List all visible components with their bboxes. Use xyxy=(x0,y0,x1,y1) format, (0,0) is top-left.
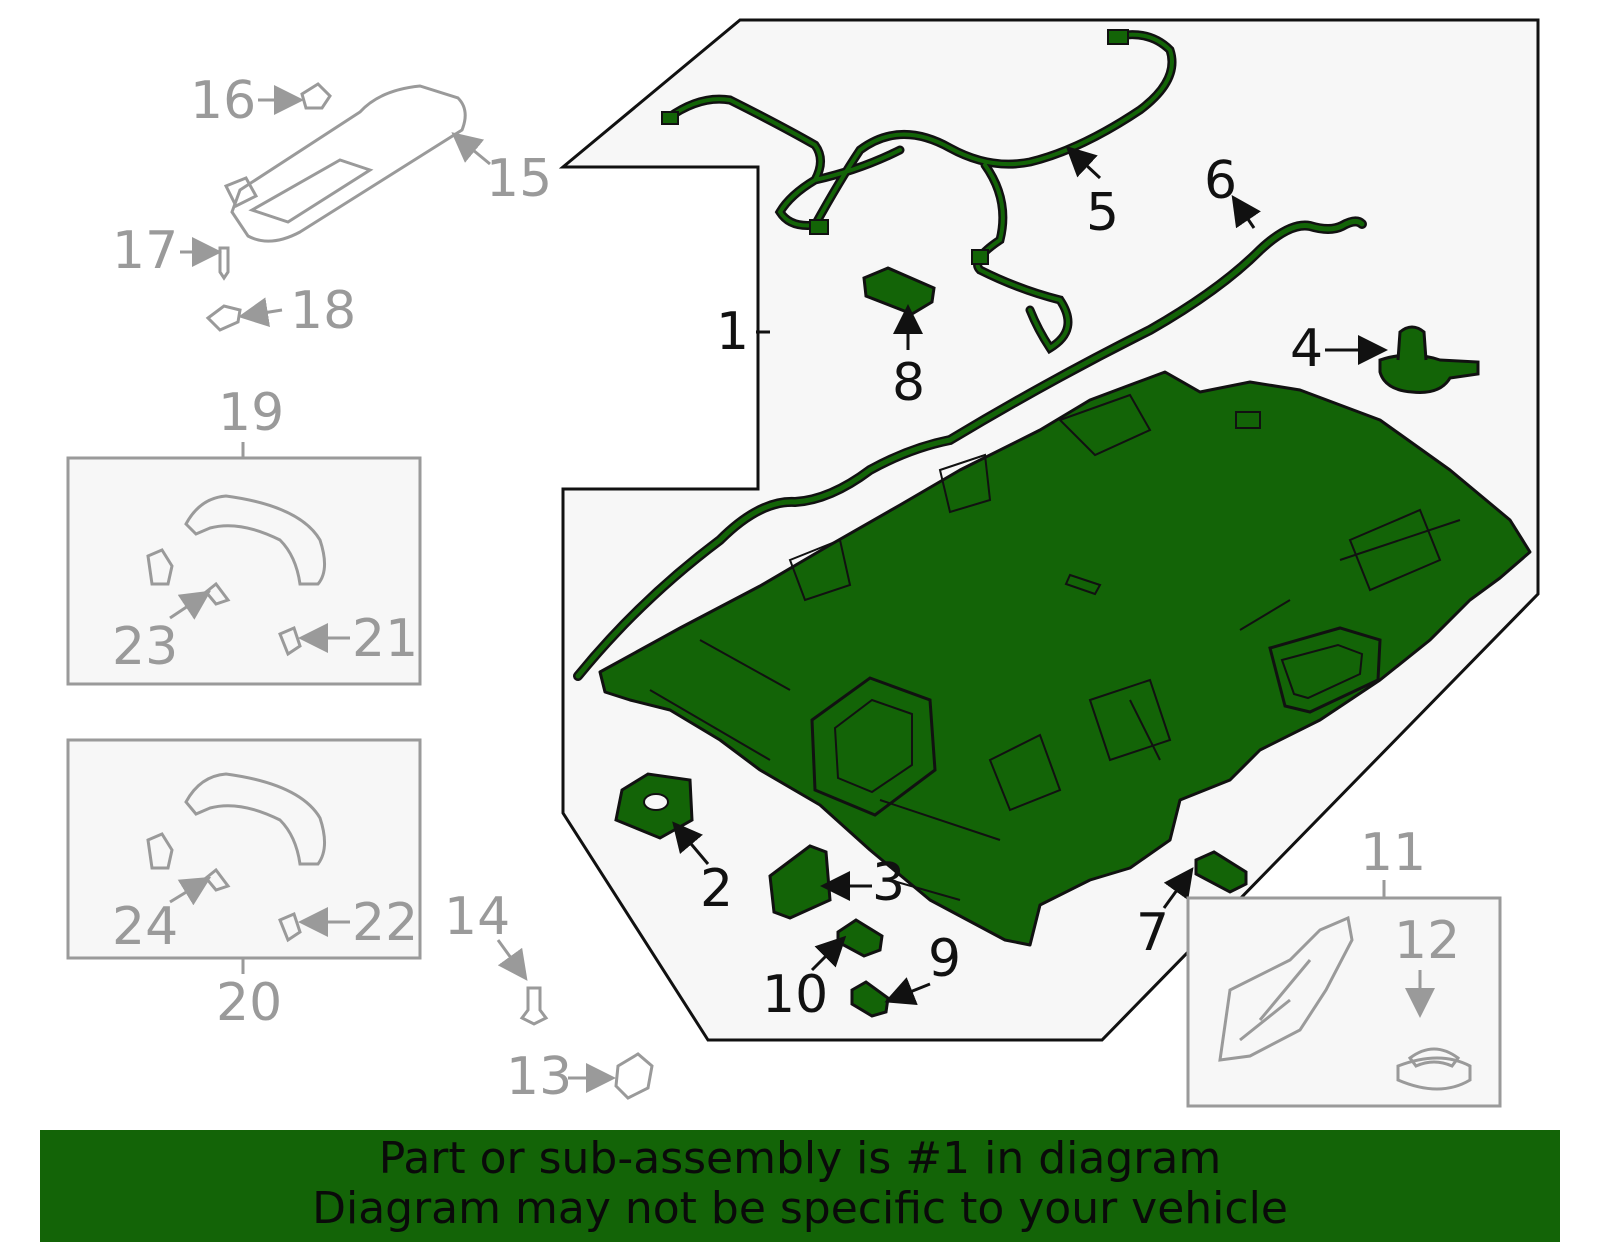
callout-10: 10 xyxy=(762,965,828,1025)
clip-18-part[interactable] xyxy=(205,304,242,332)
callout-13: 13 xyxy=(506,1047,572,1107)
banner-line-1: Part or sub-assembly is #1 in diagram xyxy=(378,1133,1222,1184)
clip-7-part[interactable] xyxy=(1194,850,1248,894)
fastener-4-part[interactable] xyxy=(1378,325,1480,394)
bracket-11-part[interactable] xyxy=(1218,915,1354,1062)
callout-20: 20 xyxy=(216,973,282,1033)
callout-9: 9 xyxy=(928,929,961,989)
callout-18: 18 xyxy=(290,281,356,341)
disclaimer-banner: Part or sub-assembly is #1 in diagram Di… xyxy=(40,1130,1560,1242)
callout-17: 17 xyxy=(112,221,178,281)
callout-4: 4 xyxy=(1290,319,1323,379)
callout-8: 8 xyxy=(892,353,925,413)
callout-12: 12 xyxy=(1394,911,1460,971)
callout-21: 21 xyxy=(352,609,418,669)
clip-16-part[interactable] xyxy=(300,82,332,110)
callout-23: 23 xyxy=(112,617,178,677)
callout-16: 16 xyxy=(190,71,256,131)
sun-visor-part[interactable] xyxy=(223,84,467,243)
callout-19: 19 xyxy=(218,383,284,443)
screw-14-part[interactable] xyxy=(519,986,549,1026)
callout-24: 24 xyxy=(112,897,178,957)
callout-6: 6 xyxy=(1204,151,1237,211)
clip-8-part[interactable] xyxy=(862,266,936,316)
callout-1: 1 xyxy=(716,302,749,362)
callout-22: 22 xyxy=(352,893,418,953)
headliner-part[interactable] xyxy=(598,370,1532,947)
callout-11: 11 xyxy=(1360,823,1426,883)
group-box-19 xyxy=(66,456,422,686)
callout-15: 15 xyxy=(486,149,552,209)
banner-line-2: Diagram may not be specific to your vehi… xyxy=(312,1183,1288,1234)
wiring-harness-part[interactable] xyxy=(661,29,1177,355)
clip-13-part[interactable] xyxy=(614,1052,654,1100)
callout-14: 14 xyxy=(444,887,510,947)
callout-7: 7 xyxy=(1136,903,1169,963)
callout-2: 2 xyxy=(700,859,733,919)
group-box-11 xyxy=(1186,896,1502,1108)
callout-5: 5 xyxy=(1086,183,1119,243)
screw-17-part[interactable] xyxy=(218,246,230,281)
push-pin-12-part[interactable] xyxy=(1396,1047,1472,1091)
clip-9-part[interactable] xyxy=(850,980,890,1018)
callout-3: 3 xyxy=(872,853,905,913)
